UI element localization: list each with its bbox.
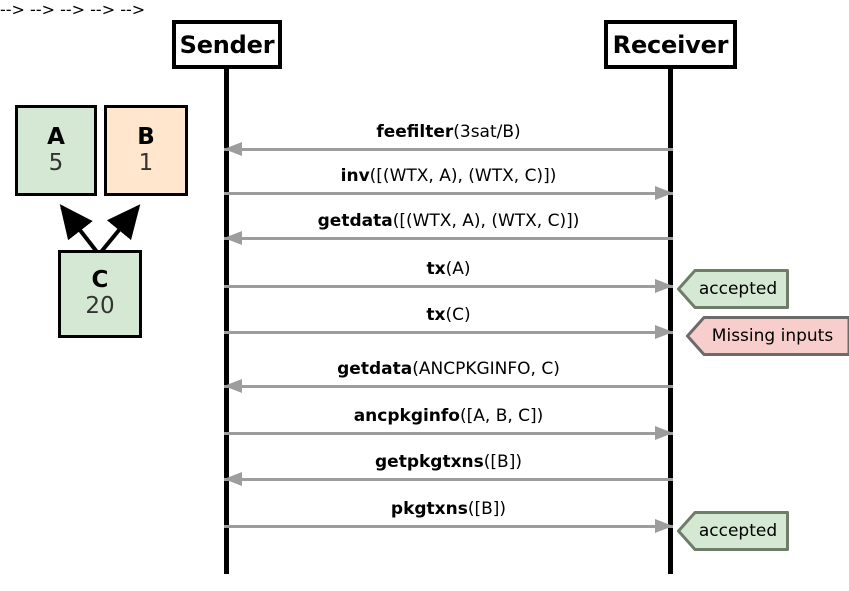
arrowhead-right-tx-a bbox=[655, 279, 673, 293]
participant-receiver: Receiver bbox=[604, 20, 737, 69]
participant-receiver-label: Receiver bbox=[612, 30, 729, 59]
message-command-ancpkginfo: ancpkginfo bbox=[353, 406, 460, 426]
status-badge-accepted-2: accepted bbox=[677, 511, 789, 551]
message-line-getdata-wtx bbox=[224, 237, 673, 240]
message-label-inv: inv([(WTX, A), (WTX, C)]) bbox=[224, 166, 673, 186]
message-label-getpkgtxns: getpkgtxns([B]) bbox=[224, 452, 673, 472]
message-command-getdata-ancpkginfo: getdata bbox=[337, 359, 413, 379]
message-args-pkgtxns: ([B]) bbox=[467, 499, 507, 519]
message-line-feefilter bbox=[224, 148, 673, 151]
tx-box-b: B 1 bbox=[104, 105, 188, 196]
message-label-tx-c: tx(C) bbox=[224, 305, 673, 325]
lifeline-receiver bbox=[668, 69, 673, 574]
message-command-pkgtxns: pkgtxns bbox=[390, 499, 468, 519]
status-badge-accepted-1: accepted bbox=[677, 269, 789, 309]
tx-box-a-value: 5 bbox=[48, 149, 64, 176]
badge-shape-missing-inputs bbox=[686, 316, 849, 356]
message-label-ancpkginfo: ancpkginfo([A, B, C]) bbox=[224, 406, 673, 426]
message-command-inv: inv bbox=[340, 166, 370, 186]
message-command-tx-a: tx bbox=[426, 259, 446, 279]
message-args-tx-a: (A) bbox=[445, 259, 471, 279]
message-label-getdata-wtx: getdata([(WTX, A), (WTX, C)]) bbox=[224, 211, 673, 231]
message-args-getpkgtxns: ([B]) bbox=[483, 452, 522, 472]
message-command-tx-c: tx bbox=[426, 305, 446, 325]
message-label-feefilter: feefilter(3sat/B) bbox=[224, 122, 673, 142]
lifeline-sender bbox=[224, 69, 229, 574]
message-args-feefilter: (3sat/B) bbox=[453, 122, 521, 142]
message-args-getdata-ancpkginfo: (ANCPKGINFO, C) bbox=[412, 359, 560, 379]
tx-box-a: A 5 bbox=[15, 105, 97, 196]
arrowhead-right-inv bbox=[655, 186, 673, 200]
tx-box-c: C 20 bbox=[58, 250, 142, 338]
message-label-tx-a: tx(A) bbox=[224, 259, 673, 279]
participant-sender: Sender bbox=[172, 20, 282, 69]
message-label-getdata-ancpkginfo: getdata(ANCPKGINFO, C) bbox=[224, 359, 673, 379]
participant-sender-label: Sender bbox=[179, 30, 275, 59]
arrowhead-left-getdata-ancpkginfo bbox=[224, 379, 242, 393]
arrowhead-right-pkgtxns bbox=[655, 519, 673, 533]
message-line-getdata-ancpkginfo bbox=[224, 385, 673, 388]
message-line-getpkgtxns bbox=[224, 478, 673, 481]
tx-box-b-label: B bbox=[137, 123, 155, 150]
message-label-pkgtxns: pkgtxns([B]) bbox=[224, 499, 673, 519]
arrowhead-left-getpkgtxns bbox=[224, 472, 242, 486]
badge-shape-accepted-1 bbox=[677, 269, 789, 309]
message-line-inv bbox=[224, 192, 673, 195]
message-line-ancpkginfo bbox=[224, 432, 673, 435]
message-command-getdata-wtx: getdata bbox=[317, 211, 393, 231]
message-args-ancpkginfo: ([A, B, C]) bbox=[460, 406, 544, 426]
arrowhead-right-tx-c bbox=[655, 325, 673, 339]
tx-box-c-label: C bbox=[91, 267, 109, 294]
message-command-getpkgtxns: getpkgtxns bbox=[375, 452, 484, 472]
dependency-arrow-c-to-a bbox=[59, 204, 99, 254]
status-badge-accepted-2-label: accepted bbox=[698, 521, 778, 541]
message-line-pkgtxns bbox=[224, 525, 673, 528]
status-badge-missing-inputs-label: Missing inputs bbox=[711, 326, 834, 346]
message-args-tx-c: (C) bbox=[445, 305, 471, 325]
status-badge-missing-inputs: Missing inputs bbox=[686, 316, 849, 356]
status-badge-accepted-1-label: accepted bbox=[698, 279, 778, 299]
tx-box-b-value: 1 bbox=[138, 149, 154, 176]
tx-box-a-label: A bbox=[47, 123, 65, 150]
message-args-getdata-wtx: ([(WTX, A), (WTX, C)]) bbox=[392, 211, 580, 231]
message-line-tx-c bbox=[224, 331, 673, 334]
arrowhead-left-getdata-wtx bbox=[224, 231, 242, 245]
badge-shape-accepted-2 bbox=[677, 511, 789, 551]
arrowhead-left-feefilter bbox=[224, 142, 242, 156]
message-command-feefilter: feefilter bbox=[376, 122, 454, 142]
dependency-arrow-c-to-b bbox=[99, 204, 141, 254]
tx-box-c-value: 20 bbox=[85, 293, 115, 319]
arrowhead-right-ancpkginfo bbox=[655, 426, 673, 440]
message-args-inv: ([(WTX, A), (WTX, C)]) bbox=[369, 166, 557, 186]
message-line-tx-a bbox=[224, 285, 673, 288]
